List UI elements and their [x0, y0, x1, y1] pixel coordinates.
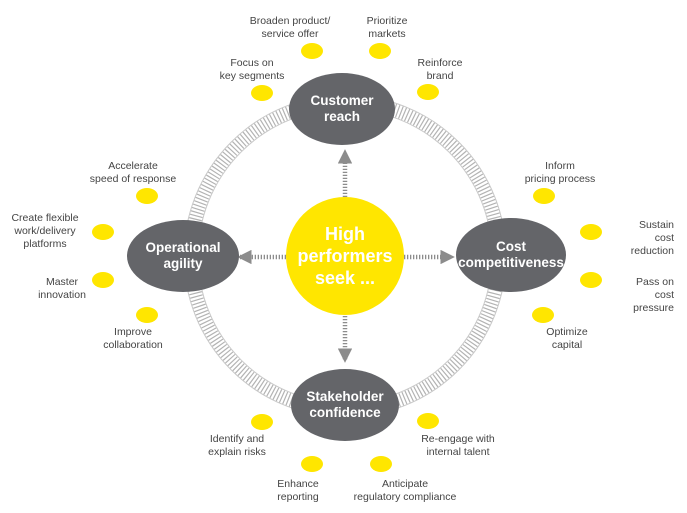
- bullet-dot: [136, 307, 158, 323]
- bullet-dot: [417, 84, 439, 100]
- action-identify-risks: Identify and explain risks: [208, 433, 266, 458]
- bullet-dot: [92, 224, 114, 240]
- action-master-innovation: Master innovation: [38, 276, 86, 301]
- bullet-dot: [580, 272, 602, 288]
- bullets: [92, 43, 602, 472]
- bullet-dot: [532, 307, 554, 323]
- node-operational-agility: [127, 220, 239, 292]
- operational-agility-label: Operational agility: [145, 240, 221, 271]
- bullet-dot: [369, 43, 391, 59]
- action-improve-collaboration: Improve collaboration: [103, 326, 163, 351]
- node-customer-reach: [289, 73, 395, 145]
- bullet-dot: [417, 413, 439, 429]
- bullet-dot: [301, 456, 323, 472]
- customer-reach-label: Customer reach: [310, 93, 374, 124]
- action-reengage-talent: Re-engage with internal talent: [421, 433, 495, 458]
- action-prioritize-markets: Prioritize markets: [366, 15, 408, 40]
- center-circle: [286, 197, 404, 315]
- action-reinforce-brand: Reinforce brand: [417, 57, 463, 82]
- action-create-platforms: Create flexible work/delivery platforms: [11, 212, 79, 250]
- action-enhance-reporting: Enhance reporting: [277, 478, 319, 503]
- cost-competitiveness-label: Cost competitiveness: [458, 239, 564, 270]
- node-stakeholder-confidence: [291, 369, 399, 441]
- bullet-dot: [251, 85, 273, 101]
- bullet-dot: [533, 188, 555, 204]
- stakeholder-confidence-label: Stakeholder confidence: [306, 389, 384, 420]
- bullet-dot: [92, 272, 114, 288]
- bullet-dot: [301, 43, 323, 59]
- arrows: [237, 149, 455, 363]
- action-inform-pricing: Inform pricing process: [524, 160, 596, 185]
- action-anticipate-compliance: Anticipate regulatory compliance: [353, 478, 457, 503]
- action-optimize-capital: Optimize capital: [546, 326, 588, 351]
- action-sustain-cost: Sustain cost reduction: [630, 219, 674, 257]
- bullet-dot: [580, 224, 602, 240]
- bullet-dot: [370, 456, 392, 472]
- action-accelerate-speed: Accelerate speed of response: [89, 160, 177, 185]
- bullet-dot: [136, 188, 158, 204]
- node-cost-competitiveness: [456, 218, 566, 292]
- action-broaden-product: Broaden product/ service offer: [249, 15, 331, 40]
- action-pass-on-cost: Pass on cost pressure: [633, 276, 675, 314]
- bullet-dot: [251, 414, 273, 430]
- center-title: High performers seek ...: [297, 224, 393, 288]
- action-focus-segments: Focus on key segments: [219, 57, 285, 82]
